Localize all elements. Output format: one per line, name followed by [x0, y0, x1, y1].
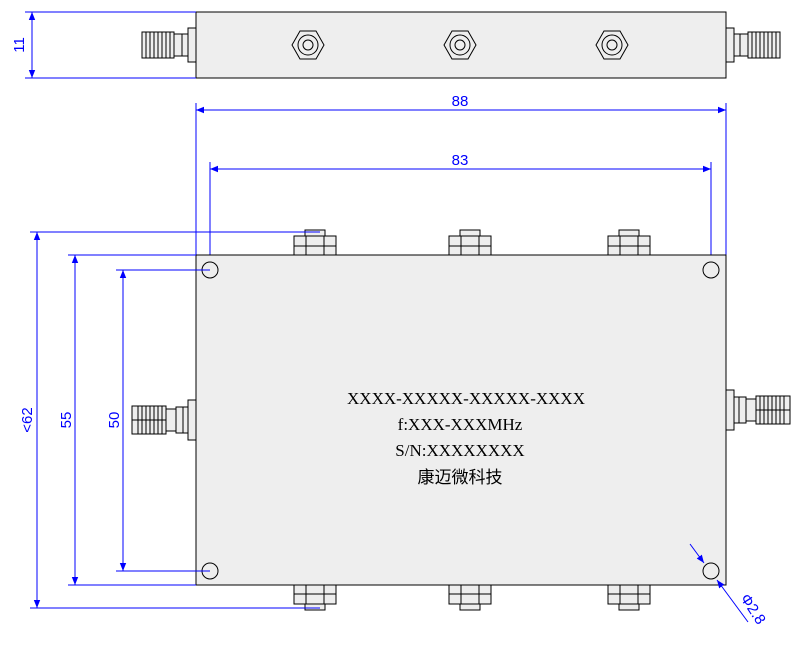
top-view-body: [195, 254, 727, 586]
mounting-hole-bottom-right: [702, 562, 720, 580]
dim-hole-diameter-text: Φ2.8: [737, 591, 769, 628]
dim-hole-spacing-y-text: 50: [106, 412, 123, 429]
dim-body-height: 55: [58, 254, 196, 586]
sma-connector-right: [725, 389, 791, 431]
dim-body-height-text: 55: [58, 412, 75, 429]
top-view: XXXX-XXXXX-XXXXX-XXXX f:XXX-XXXMHz S/N:X…: [131, 229, 791, 611]
mounting-hole-top-right: [702, 261, 720, 279]
top-nut-3: [607, 229, 651, 256]
dim-overall-width-text: 88: [452, 93, 469, 110]
bottom-nut-1: [293, 584, 337, 611]
bottom-nut-2: [448, 584, 492, 611]
serial-label: S/N:XXXXXXXX: [395, 441, 524, 460]
dim-hole-spacing-x: 83: [209, 152, 712, 262]
side-sma-right: [725, 27, 781, 63]
sma-connector-left: [131, 399, 197, 441]
dim-overall-width: 88: [195, 93, 727, 255]
frequency-label: f:XXX-XXXMHz: [398, 415, 523, 434]
top-nut-1: [293, 229, 337, 256]
model-label: XXXX-XXXXX-XXXXX-XXXX: [347, 389, 585, 408]
side-sma-left: [141, 27, 197, 63]
dim-hole-spacing-x-text: 83: [452, 152, 469, 169]
dim-overall-height: <62: [19, 231, 320, 609]
side-view: [141, 11, 781, 79]
dim-hole-spacing-y: 50: [106, 269, 210, 572]
dim-side-height: 11: [11, 11, 196, 79]
bottom-nut-3: [607, 584, 651, 611]
company-label: 康迈微科技: [418, 468, 503, 487]
dim-overall-height-text: <62: [19, 407, 36, 432]
dim-side-height-text: 11: [11, 37, 28, 53]
top-nut-2: [448, 229, 492, 256]
